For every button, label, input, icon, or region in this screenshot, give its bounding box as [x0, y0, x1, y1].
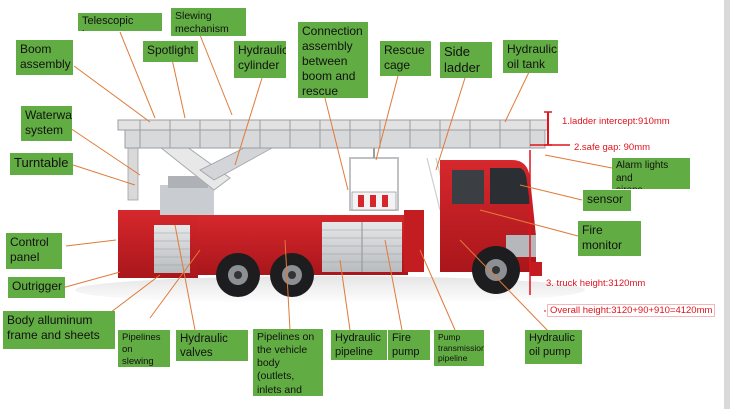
label-pipelines-slewing: Pipelines on slewing assembly — [118, 330, 170, 367]
aerial-ladder — [117, 119, 549, 149]
label-boom-assembly: Boom assembly — [16, 40, 73, 75]
ground-shadow — [75, 276, 585, 304]
label-side-ladder: Side ladder — [440, 42, 492, 78]
wheels — [216, 246, 520, 297]
annotation-ladder-intercept: 1.ladder intercept:910mm — [562, 116, 670, 127]
label-control-panel: Control panel — [6, 233, 62, 269]
annotation-safe-gap: 2.safe gap: 90mm — [574, 142, 651, 153]
annotation-overall-height: Overall height:3120+90+910=4120mm — [547, 304, 716, 317]
label-hydraulic-pipeline: Hydraulic pipeline — [331, 330, 387, 360]
label-turntable: Turntable — [10, 153, 73, 175]
label-connection-assembly: Connection assembly between boom and res… — [298, 22, 368, 98]
label-pump-transmission: Pump transmission pipeline — [434, 330, 484, 366]
leader-lines — [61, 31, 613, 334]
label-alarm-lights: Alarm lights and sirens — [612, 158, 690, 189]
rescue-cage — [349, 148, 399, 211]
label-fire-pump: Fire pump — [388, 330, 430, 360]
turntable — [160, 185, 214, 215]
label-slewing-mechanism: Slewing mechanism — [171, 8, 246, 36]
label-waterway-system: Waterway system — [21, 106, 72, 141]
label-telescopic-hose: Telescopic hose — [78, 13, 162, 31]
label-outrigger: Outrigger — [8, 277, 65, 298]
label-sensor: sensor — [583, 190, 631, 211]
annotation-truck-height: 3. truck height:3120mm — [546, 278, 646, 289]
label-rescue-cage: Rescue cage — [380, 41, 431, 76]
dimension-markers — [529, 111, 570, 312]
grille — [506, 235, 536, 257]
label-spotlight: Spotlight — [143, 41, 198, 62]
windshield — [490, 168, 530, 204]
label-hydraulic-valves: Hydraulic valves — [176, 330, 248, 361]
label-hydraulic-cylinder: Hydraulic cylinder — [234, 41, 286, 78]
label-hydraulic-oil-pump: Hydraulic oil pump — [525, 330, 582, 364]
label-pipelines-vehicle-body: Pipelines on the vehicle body (outlets, … — [253, 329, 323, 396]
label-hydraulic-oil-tank: Hydraulic oil tank — [503, 40, 558, 73]
right-scroll-edge — [724, 0, 730, 409]
side-window — [452, 170, 484, 204]
label-body-aluminum-frame: Body alluminum frame and sheets — [3, 311, 115, 349]
label-fire-monitor: Fire monitor — [578, 221, 641, 256]
